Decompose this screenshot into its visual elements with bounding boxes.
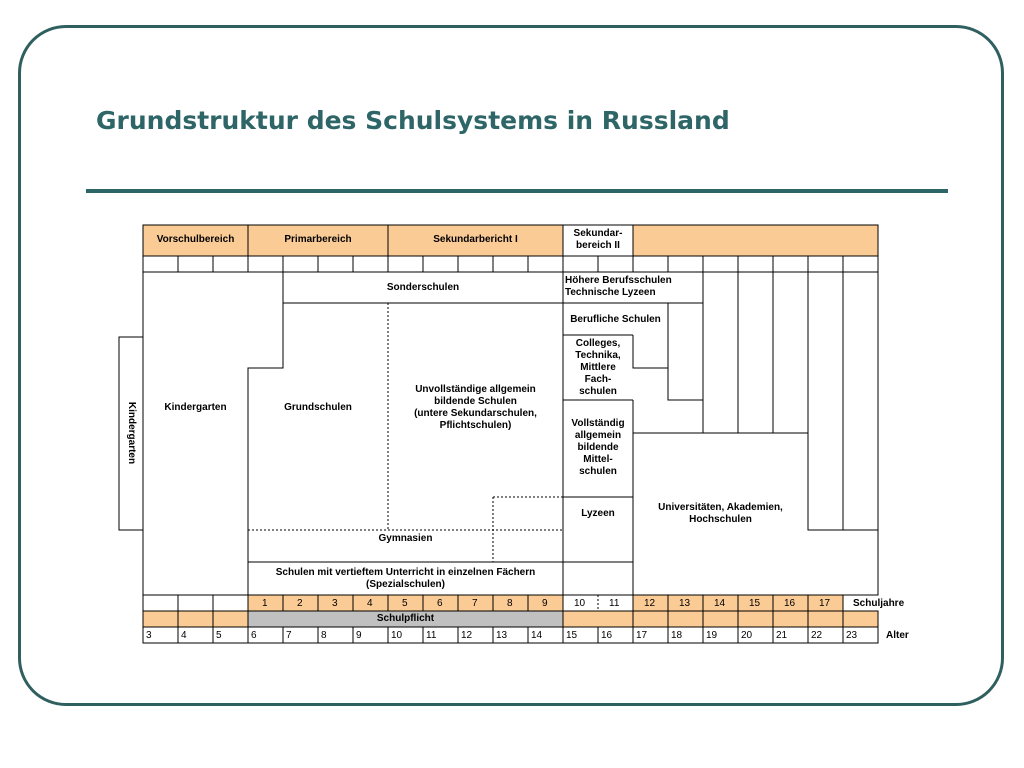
header-vorschul-cell — [142, 224, 249, 257]
spezialschulen-label: Schulen mit vertieftem Unterricht in ein… — [275, 567, 536, 590]
school-year-14: 14 — [714, 598, 726, 609]
age-17: 17 — [636, 630, 648, 641]
lyzeen-label: Lyzeen — [581, 508, 615, 519]
school-year-15: 15 — [749, 598, 761, 609]
school-year-5: 5 — [402, 598, 408, 609]
school-year-6: 6 — [437, 598, 443, 609]
age-8: 8 — [321, 630, 327, 641]
age-10: 10 — [391, 630, 403, 641]
slide-frame — [18, 25, 1004, 706]
unvollstaendige-schulen-label: Unvollständige allgemein bildende Schule… — [414, 384, 537, 431]
age-4: 4 — [181, 630, 187, 641]
age-22: 22 — [811, 630, 823, 641]
header-blank-cell — [632, 224, 879, 257]
school-year-10: 10 — [574, 598, 586, 609]
header-primarbereich: Primarbereich — [284, 234, 352, 245]
header-sekundarbereich-1: Sekundarbericht I — [433, 234, 518, 245]
gymnasien-label: Gymnasien — [378, 533, 433, 544]
school-year-4: 4 — [367, 598, 373, 609]
age-6: 6 — [251, 630, 257, 641]
ages-label: Alter — [886, 630, 909, 641]
vollstaendige-mittelschulen-label: Vollständig allgemein bildende Mittel- s… — [571, 418, 625, 477]
school-year-2: 2 — [297, 598, 303, 609]
age-19: 19 — [706, 630, 718, 641]
school-year-8: 8 — [507, 598, 513, 609]
age-13: 13 — [496, 630, 508, 641]
school-year-17: 17 — [819, 598, 831, 609]
age-9: 9 — [356, 630, 362, 641]
school-years-label: Schuljahre — [853, 598, 905, 609]
sonderschulen-label: Sonderschulen — [386, 282, 460, 293]
grundschulen-label: Grundschulen — [284, 402, 352, 413]
age-23: 23 — [846, 630, 858, 641]
kindergarten-label: Kindergarten — [164, 402, 227, 413]
age-12: 12 — [461, 630, 473, 641]
school-year-13: 13 — [679, 598, 691, 609]
kindergarten-side-label: Kindergarten — [126, 401, 137, 465]
age-5: 5 — [216, 630, 222, 641]
age-3: 3 — [146, 630, 152, 641]
slide-title: Grundstruktur des Schulsystems in Russla… — [96, 106, 730, 135]
age-20: 20 — [741, 630, 753, 641]
age-7: 7 — [286, 630, 292, 641]
berufliche-schulen-label: Berufliche Schulen — [570, 314, 661, 325]
school-year-3: 3 — [332, 598, 338, 609]
age-11: 11 — [426, 630, 437, 641]
title-divider — [86, 189, 948, 193]
header-sekundarbereich-2: Sekundar- bereich II — [573, 228, 623, 251]
school-year-16: 16 — [784, 598, 796, 609]
age-14: 14 — [531, 630, 543, 641]
school-year-9: 9 — [542, 598, 548, 609]
age-16: 16 — [601, 630, 613, 641]
hoehere-berufsschulen-label: Höhere Berufsschulen Technische Lyzeen — [565, 275, 672, 298]
universitaeten-label: Universitäten, Akademien, Hochschulen — [658, 502, 783, 525]
school-year-11: 11 — [609, 598, 620, 609]
age-18: 18 — [671, 630, 683, 641]
colleges-label: Colleges, Technika, Mittlere Fach- schul… — [575, 338, 621, 397]
school-year-12: 12 — [644, 598, 656, 609]
age-21: 21 — [776, 630, 788, 641]
header-vorschulbereich: Vorschulbereich — [156, 234, 235, 245]
age-15: 15 — [566, 630, 578, 641]
school-year-7: 7 — [472, 598, 478, 609]
school-year-1: 1 — [262, 598, 268, 609]
schulpflicht-label: Schulpflicht — [376, 613, 435, 624]
